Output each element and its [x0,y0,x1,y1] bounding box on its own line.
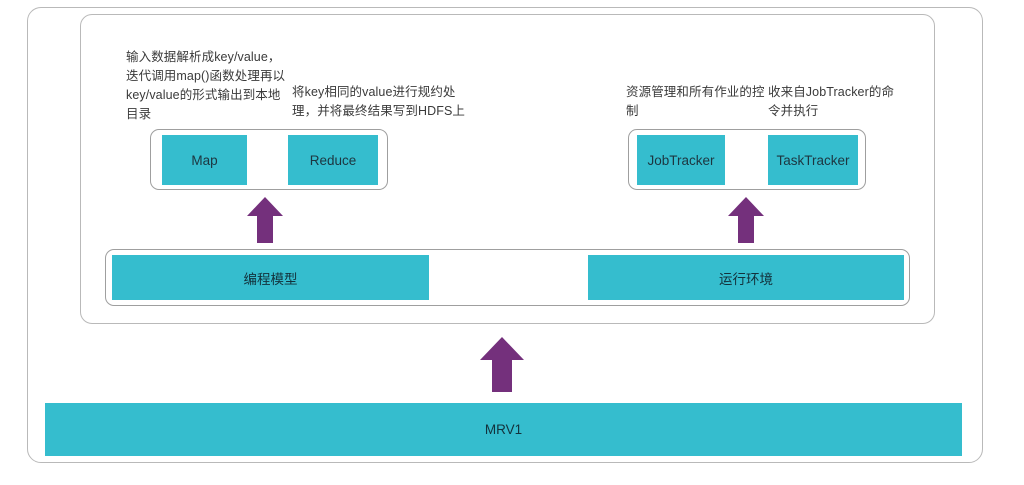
tile-jobtracker[interactable]: JobTracker [637,135,725,185]
caption-jobtracker: 资源管理和所有作业的控制 [626,85,765,118]
caption-reduce: 将key相同的value进行规约处理，并将最终结果写到HDFS上 [292,85,466,118]
tile-reduce[interactable]: Reduce [288,135,378,185]
arrow-up-runtime-environment-icon [726,196,766,249]
arrow-up-programming-model-icon [245,196,285,249]
band-programming-model[interactable]: 编程模型 [112,255,429,300]
caption-tasktracker: 收来自JobTracker的命令并执行 [768,85,895,118]
tile-tasktracker[interactable]: TaskTracker [768,135,858,185]
arrow-up-mrv1-icon [478,336,526,399]
caption-map: 输入数据解析成key/value，迭代调用map()函数处理再以key/valu… [126,50,286,121]
bottom-bar-mrv1[interactable]: MRV1 [45,403,962,456]
tile-map[interactable]: Map [162,135,247,185]
band-runtime-environment[interactable]: 运行环境 [588,255,904,300]
